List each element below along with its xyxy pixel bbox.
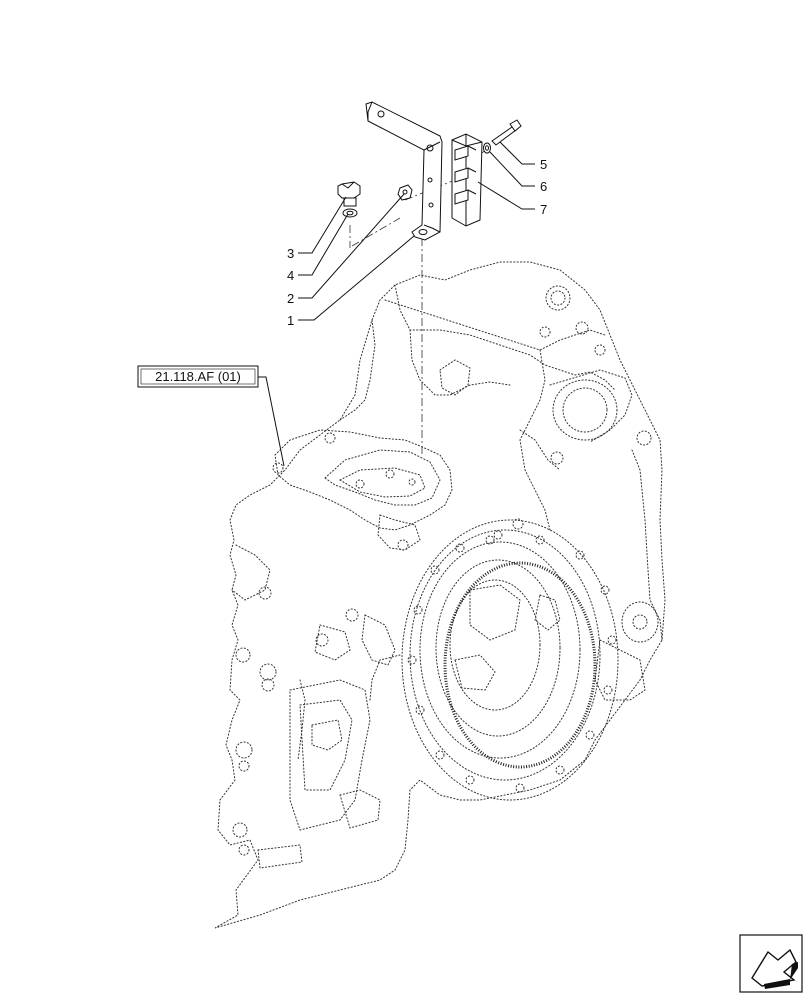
callout-labels: 1 2 3 4 5 6 7	[287, 157, 547, 328]
callout-3[interactable]: 3	[287, 246, 294, 261]
callout-6[interactable]: 6	[540, 179, 547, 194]
part-3-bolt[interactable]	[337, 181, 361, 207]
part-5-bolt[interactable]	[491, 119, 522, 146]
part-6-washer[interactable]	[483, 142, 491, 154]
transmission-housing	[214, 261, 666, 929]
next-page-arrow-icon[interactable]	[739, 934, 803, 993]
callout-2[interactable]: 2	[287, 291, 294, 306]
callout-1[interactable]: 1	[287, 313, 294, 328]
reference-link[interactable]: 21.118.AF (01)	[137, 365, 259, 388]
part-7-clamp-block[interactable]	[451, 133, 483, 227]
callout-7[interactable]: 7	[540, 202, 547, 217]
bell-housing-bolts	[407, 535, 617, 793]
part-4-washer[interactable]	[342, 208, 358, 218]
callout-5[interactable]: 5	[540, 157, 547, 172]
part-1-bracket[interactable]	[365, 101, 443, 241]
callout-4[interactable]: 4	[287, 268, 294, 283]
leader-lines	[258, 141, 535, 467]
reference-label: 21.118.AF (01)	[155, 369, 241, 384]
